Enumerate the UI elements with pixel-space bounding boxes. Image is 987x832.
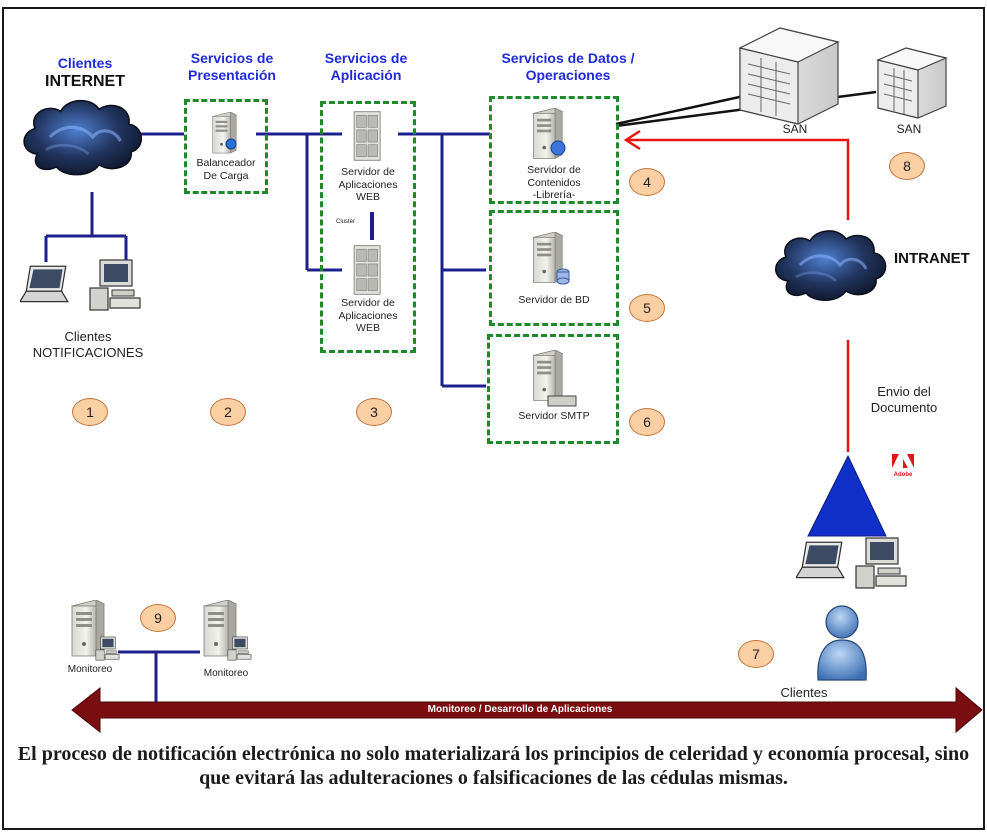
db-box — [489, 210, 619, 326]
content-box — [489, 96, 619, 204]
san-2-icon — [876, 47, 948, 119]
adobe-icon: Adobe — [890, 452, 916, 478]
clientes-bottom-label: Clientes — [780, 685, 828, 700]
clientes-notif-label: Clientes NOTIFICACIONES — [32, 329, 144, 360]
data-header: Servicios de Datos / Operaciones — [501, 50, 635, 83]
intranet-label: INTRANET — [894, 250, 970, 267]
red-arrow — [623, 129, 850, 452]
internet-cloud-icon — [22, 98, 143, 177]
cluster-label: Cluster — [336, 219, 356, 225]
web-server-2-label: Servidor de Aplicaciones WEB — [338, 297, 398, 335]
intranet-cloud-icon — [774, 229, 888, 302]
content-server-label: Servidor de Contenidos -Librería- — [527, 164, 581, 202]
badge-1: 1 — [72, 398, 108, 426]
network-links — [44, 132, 490, 706]
badge-2: 2 — [210, 398, 246, 426]
badge-8: 8 — [889, 152, 925, 180]
san-2-label: SAN — [896, 122, 922, 136]
user-icon — [817, 605, 867, 681]
badge-9: 9 — [140, 604, 176, 632]
balancer-label: Balanceador De Carga — [196, 157, 256, 182]
smtp-server-label: Servidor SMTP — [518, 410, 590, 422]
san-1-icon — [738, 27, 840, 125]
desktop-icon-2 — [855, 537, 907, 589]
monitor-server-1-icon — [71, 600, 105, 657]
badge-5: 5 — [629, 294, 665, 322]
san-1-label: SAN — [782, 122, 808, 136]
monitor-2-label: Monitoreo — [203, 668, 249, 679]
envio-label: Envio del Documento — [870, 384, 938, 415]
triangle-icon — [807, 454, 887, 537]
internet-label: INTERNET — [45, 73, 125, 90]
svg-text:Adobe: Adobe — [894, 472, 913, 478]
badge-4: 4 — [629, 168, 665, 196]
monitor-server-2-icon — [203, 600, 237, 657]
db-server-label: Servidor de BD — [518, 294, 590, 306]
diagram-border — [2, 7, 985, 830]
badge-6: 6 — [629, 408, 665, 436]
monitoreo-arrow-label: Monitoreo / Desarrollo de Aplicaciones — [427, 704, 613, 715]
presentation-header: Servicios de Presentación — [188, 50, 276, 83]
presentation-box — [184, 99, 268, 194]
smtp-box — [487, 334, 619, 444]
application-header: Servicios de Aplicación — [324, 50, 408, 83]
application-box — [320, 101, 416, 353]
monitor-1-label: Monitoreo — [67, 664, 113, 675]
monitoreo-arrow — [71, 686, 983, 734]
laptop-icon — [20, 265, 69, 303]
badge-3: 3 — [356, 398, 392, 426]
badge-7: 7 — [738, 640, 774, 668]
web-server-1-label: Servidor de Aplicaciones WEB — [338, 166, 398, 204]
desktop-icon — [89, 259, 141, 311]
laptop-icon-2 — [796, 541, 845, 579]
caption: El proceso de notificación electrónica n… — [17, 743, 970, 790]
clientes-header: Clientes — [57, 55, 113, 71]
